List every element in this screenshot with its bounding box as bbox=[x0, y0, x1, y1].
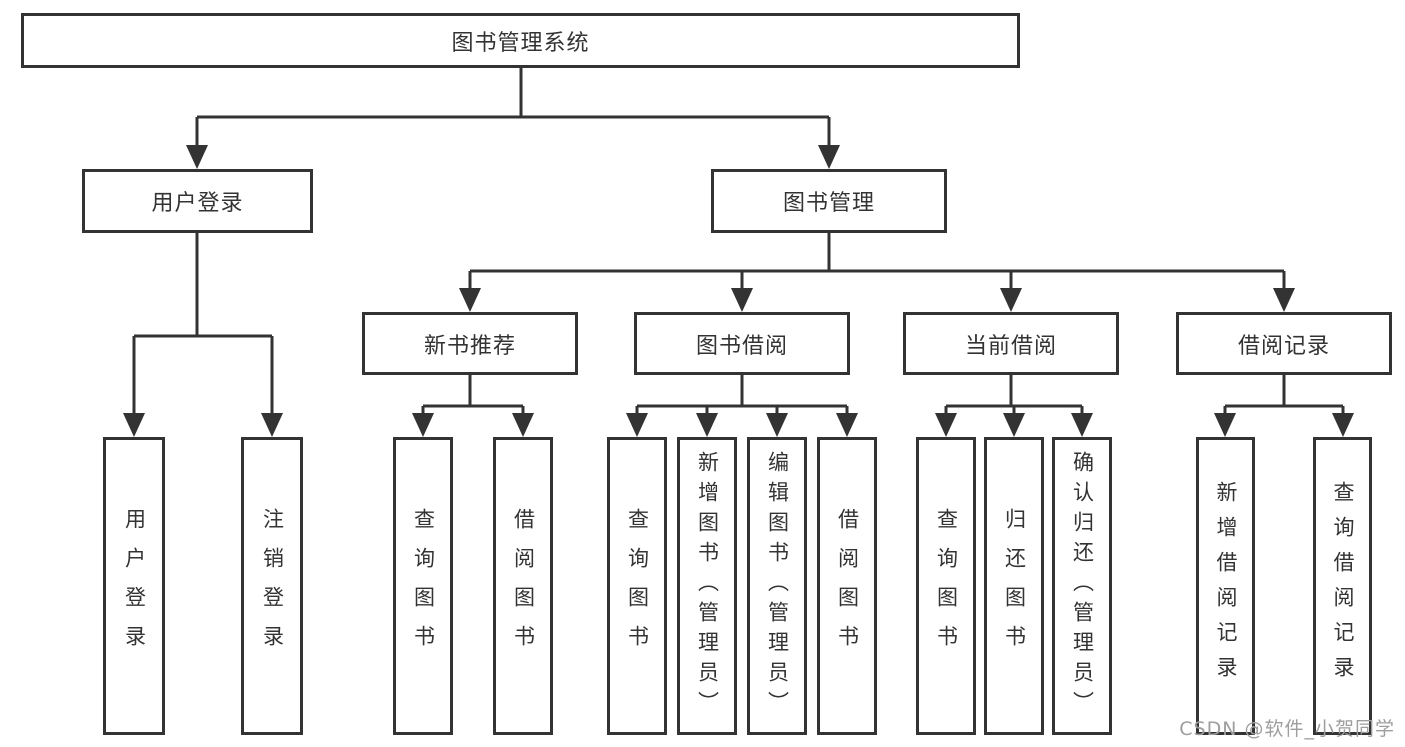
connector-root-to-level2 bbox=[186, 68, 840, 169]
node-branch-user-login: 用户登录 bbox=[82, 169, 313, 233]
arrowhead bbox=[766, 413, 788, 437]
node-label: 查询借阅记录 bbox=[1331, 481, 1355, 691]
node-label: 用户登录 bbox=[151, 191, 244, 216]
node-label: 图书管理系统 bbox=[451, 30, 590, 56]
connector-user-login-to-leaves bbox=[123, 233, 283, 437]
node-leaf-logout: 注销登录 bbox=[241, 437, 303, 735]
node-label: 新增借阅记录 bbox=[1214, 481, 1238, 691]
connector-borrowing-records-to-leaves bbox=[1214, 375, 1354, 437]
node-label: 查询图书 bbox=[934, 508, 959, 664]
node-label: 确认归还（管理员） bbox=[1070, 451, 1095, 721]
node-leaf-query-books-borrowing: 查询图书 bbox=[607, 437, 667, 735]
arrowhead bbox=[1071, 413, 1093, 437]
arrowhead bbox=[731, 288, 753, 312]
node-label: 借阅图书 bbox=[835, 508, 860, 664]
arrowhead bbox=[818, 145, 840, 169]
arrowhead bbox=[1273, 288, 1295, 312]
node-label: 查询图书 bbox=[411, 508, 436, 664]
node-group-book-borrowing: 图书借阅 bbox=[634, 312, 850, 375]
arrowhead bbox=[1332, 413, 1354, 437]
node-leaf-borrow-books-recommend: 借阅图书 bbox=[493, 437, 553, 735]
node-leaf-borrow-books: 借阅图书 bbox=[817, 437, 877, 735]
arrowhead bbox=[261, 413, 283, 437]
arrowhead bbox=[626, 413, 648, 437]
node-leaf-edit-books-admin: 编辑图书（管理员） bbox=[747, 437, 807, 735]
node-leaf-query-books-current: 查询图书 bbox=[916, 437, 976, 735]
node-label: 编辑图书（管理员） bbox=[765, 451, 790, 721]
arrowhead bbox=[1000, 288, 1022, 312]
node-label: 图书借阅 bbox=[695, 333, 788, 359]
connector-book-borrowing-to-leaves bbox=[626, 375, 858, 437]
node-leaf-user-login: 用户登录 bbox=[103, 437, 165, 735]
arrowhead bbox=[696, 413, 718, 437]
connector-new-book-recommend-to-leaves bbox=[412, 375, 534, 437]
node-leaf-add-borrow-record: 新增借阅记录 bbox=[1196, 437, 1255, 735]
node-label: 注销登录 bbox=[260, 508, 285, 664]
node-label: 新书推荐 bbox=[423, 333, 516, 359]
node-leaf-query-books-recommend: 查询图书 bbox=[393, 437, 453, 735]
node-root-library-management-system: 图书管理系统 bbox=[21, 13, 1020, 68]
node-branch-book-management: 图书管理 bbox=[711, 169, 947, 233]
arrowhead bbox=[512, 413, 534, 437]
node-leaf-confirm-return-admin: 确认归还（管理员） bbox=[1052, 437, 1112, 735]
arrowhead bbox=[412, 413, 434, 437]
node-group-borrowing-records: 借阅记录 bbox=[1176, 312, 1392, 375]
node-label: 图书管理 bbox=[782, 191, 875, 216]
arrowhead bbox=[186, 145, 208, 169]
node-label: 当前借阅 bbox=[964, 333, 1057, 359]
connector-book-management-to-groups bbox=[459, 233, 1295, 312]
node-group-current-borrowing: 当前借阅 bbox=[903, 312, 1119, 375]
node-label: 借阅图书 bbox=[511, 508, 536, 664]
arrowhead bbox=[1214, 413, 1236, 437]
arrowhead bbox=[836, 413, 858, 437]
node-label: 新增图书（管理员） bbox=[695, 451, 720, 721]
arrowhead bbox=[123, 413, 145, 437]
arrowhead bbox=[1003, 413, 1025, 437]
node-label: 用户登录 bbox=[122, 508, 147, 664]
arrowhead bbox=[459, 288, 481, 312]
node-leaf-add-books-admin: 新增图书（管理员） bbox=[677, 437, 737, 735]
node-leaf-query-borrow-record: 查询借阅记录 bbox=[1313, 437, 1372, 735]
node-group-new-book-recommend: 新书推荐 bbox=[362, 312, 578, 375]
arrowhead bbox=[935, 413, 957, 437]
connector-current-borrowing-to-leaves bbox=[935, 375, 1093, 437]
csdn-watermark: CSDN @软件_小贺同学 bbox=[1179, 718, 1395, 740]
node-label: 查询图书 bbox=[625, 508, 650, 664]
node-label: 借阅记录 bbox=[1237, 333, 1330, 359]
node-label: 归还图书 bbox=[1002, 508, 1027, 664]
node-leaf-return-books: 归还图书 bbox=[984, 437, 1044, 735]
